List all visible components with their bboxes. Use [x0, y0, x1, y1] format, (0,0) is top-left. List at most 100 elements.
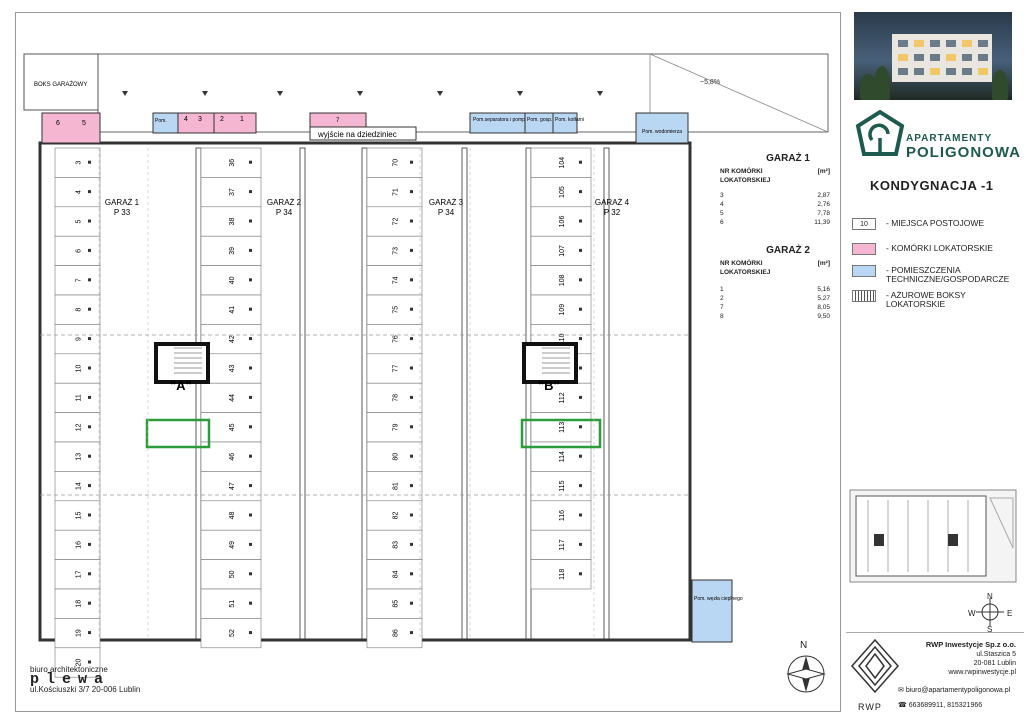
parking-spot-number: 18 — [76, 600, 83, 608]
spot-marker — [249, 572, 252, 576]
contact-phone[interactable]: ☎ 663689911, 815321966 — [898, 702, 983, 709]
parking-spot — [366, 177, 423, 208]
ramp-arrow-icon — [517, 91, 523, 96]
compass-w-label: W — [968, 609, 976, 618]
spot-marker — [579, 190, 582, 194]
parking-spot-number: 72 — [393, 218, 400, 226]
parking-spot-number: 6 — [76, 249, 83, 253]
parking-spot-number: 73 — [393, 247, 400, 255]
storage-unit-label: 6 — [56, 120, 60, 127]
stair-label: "A" — [170, 378, 192, 393]
spot-marker — [410, 160, 413, 164]
storage-unit-label: 4 — [184, 116, 188, 123]
spot-marker — [410, 513, 413, 517]
tech-room — [469, 112, 526, 134]
highlight-spot-28 — [145, 418, 211, 449]
parking-spot — [54, 500, 101, 531]
parking-spot-number: 83 — [393, 541, 400, 549]
spot-marker — [410, 631, 413, 635]
parking-spot-number: 45 — [229, 423, 236, 431]
spot-marker — [249, 425, 252, 429]
parking-spot-number: 17 — [76, 570, 83, 578]
parking-spot-number: 78 — [393, 394, 400, 402]
parking-spot — [54, 588, 101, 619]
parking-spot-number: 86 — [393, 629, 400, 637]
parking-spot — [54, 441, 101, 472]
spot-marker — [410, 542, 413, 546]
spot-marker — [249, 542, 252, 546]
spot-marker — [88, 278, 91, 282]
storage-room — [213, 112, 257, 134]
parking-spot-number: 114 — [559, 451, 566, 462]
parking-spot — [54, 529, 101, 560]
ramp-slope-label: ~5,8% — [700, 79, 720, 86]
architect-credit: biuro architektoniczne plewa ul.Kościusz… — [30, 665, 141, 694]
spot-marker — [249, 307, 252, 311]
spot-marker — [249, 160, 252, 164]
spot-marker — [249, 190, 252, 194]
storage-unit-label: 7 — [336, 118, 340, 124]
spot-marker — [88, 395, 91, 399]
spot-marker — [579, 542, 582, 546]
spot-marker — [88, 425, 91, 429]
spot-marker — [410, 601, 413, 605]
brand-name: APARTAMENTY POLIGONOWA — [906, 133, 1021, 161]
garage-spots-label: P 34 — [438, 208, 455, 217]
parking-spot — [54, 382, 101, 413]
spot-marker — [410, 219, 413, 223]
compass-small — [970, 590, 1010, 630]
parking-spot — [54, 206, 101, 237]
parking-spot-number: 116 — [559, 510, 566, 521]
ramp-line — [649, 53, 829, 133]
parking-spot — [54, 412, 101, 443]
parking-spot-number: 12 — [76, 423, 83, 431]
parking-spot — [54, 235, 101, 266]
contact-email[interactable]: ✉ biuro@apartamentypoligonowa.pl — [898, 687, 1011, 694]
parking-spot-number: 109 — [559, 304, 566, 316]
parking-spot-number: 48 — [229, 512, 236, 520]
spot-marker — [88, 366, 91, 370]
spot-marker — [249, 395, 252, 399]
spot-marker — [410, 572, 413, 576]
spot-marker — [249, 278, 252, 282]
parking-spot-number: 118 — [559, 569, 566, 580]
spot-marker — [88, 572, 91, 576]
parking-spot — [54, 647, 101, 678]
divider — [846, 632, 1024, 633]
parking-spot — [54, 353, 101, 384]
parking-spot — [54, 471, 101, 502]
company-web[interactable]: www.rwpinwestycje.pl — [948, 669, 1016, 676]
spot-marker — [579, 484, 582, 488]
level-title: KONDYGNACJA -1 — [870, 178, 994, 193]
spot-marker — [410, 307, 413, 311]
parking-spot-number: 74 — [393, 276, 400, 284]
parking-spot-number: 44 — [229, 394, 236, 402]
garage-box — [23, 53, 99, 111]
site-plan-thumbnail — [849, 489, 1017, 583]
spot-marker — [249, 454, 252, 458]
parking-spot-number: 19 — [76, 629, 83, 637]
spot-marker — [88, 190, 91, 194]
spot-marker — [249, 219, 252, 223]
parking-spot-number: 76 — [393, 335, 400, 343]
parking-spot-number: 117 — [559, 539, 566, 550]
parking-spot-number: 42 — [229, 335, 236, 343]
parking-spot-number: 75 — [393, 306, 400, 314]
rwp-label: RWP — [858, 702, 882, 712]
tech-room-label: Pom. kotłarni — [555, 117, 584, 123]
ramp-arrow-icon — [202, 91, 208, 96]
spot-marker — [88, 219, 91, 223]
parking-spot — [54, 265, 101, 296]
tech-room-label: Pom. wodomierza — [642, 129, 682, 135]
garage-spots-label: P 32 — [604, 208, 621, 217]
ramp-arrow-icon — [357, 91, 363, 96]
parking-spot-number: 112 — [559, 392, 566, 403]
spot-marker — [88, 542, 91, 546]
spot-marker — [410, 366, 413, 370]
parking-spot-number: 20 — [76, 659, 83, 667]
spot-marker — [410, 337, 413, 341]
spot-marker — [88, 631, 91, 635]
spot-marker — [88, 660, 91, 664]
parking-spot-number: 110 — [559, 333, 566, 344]
